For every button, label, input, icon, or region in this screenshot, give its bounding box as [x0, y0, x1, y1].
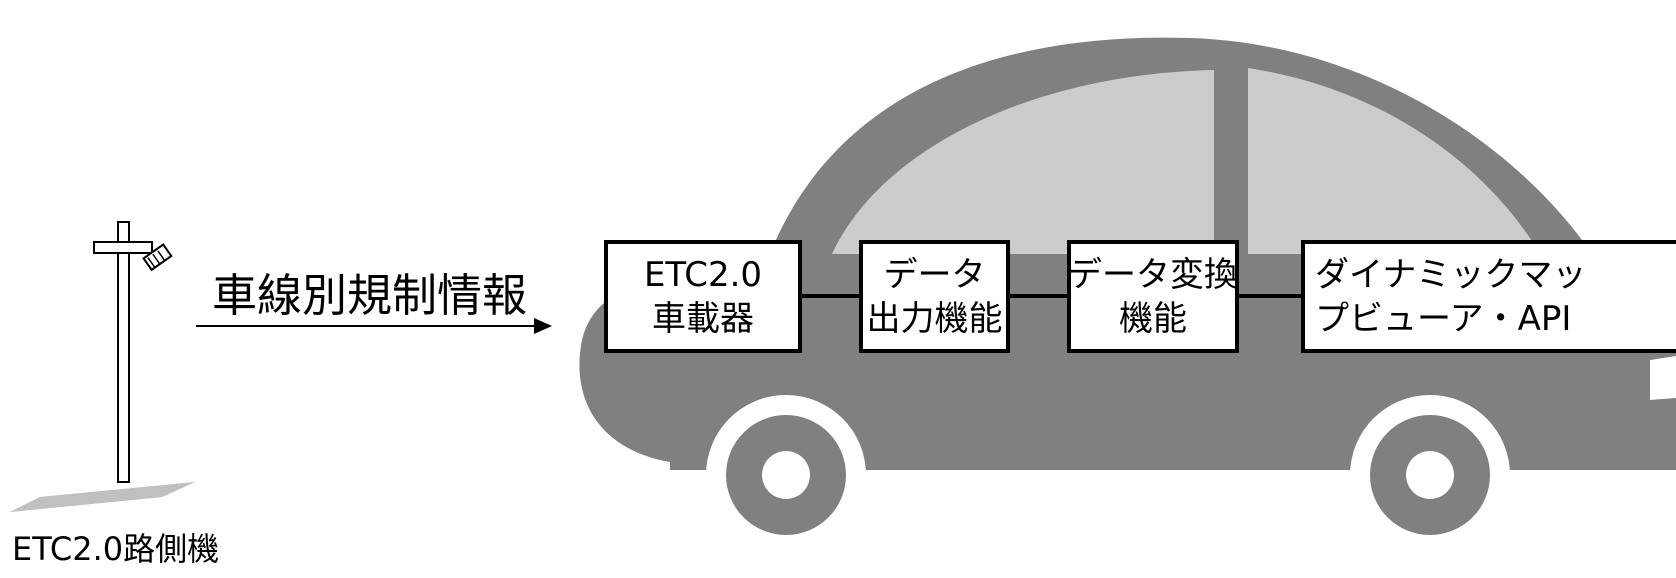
dynamic-map-line2: プビューア・API — [1315, 298, 1572, 339]
onboard-unit-box: ETC2.0 車載器 — [604, 240, 802, 353]
data-conversion-line2: 機能 — [1119, 298, 1187, 339]
onboard-unit-line2: 車載器 — [652, 298, 754, 339]
arrow-label: 車線別規制情報 — [212, 269, 528, 322]
data-conversion-line1: データ変換 — [1068, 254, 1238, 295]
car-headlight — [1650, 356, 1676, 400]
dynamic-map-line1: ダイナミックマッ — [1315, 254, 1587, 295]
data-conversion-box: データ変換 機能 — [1067, 240, 1239, 353]
data-output-line2: 出力機能 — [866, 298, 1003, 339]
dynamic-map-box: ダイナミックマッ プビューア・API — [1301, 240, 1676, 353]
roadside-unit-icon — [10, 221, 195, 512]
rear-wheel-hub — [1406, 451, 1454, 499]
car-window-rear — [1248, 68, 1540, 254]
data-output-box: データ 出力機能 — [859, 240, 1010, 353]
front-wheel-hub — [762, 451, 810, 499]
roadside-unit-label: ETC2.0路側機 — [12, 530, 220, 568]
car-window-front — [832, 70, 1214, 254]
data-output-line1: データ — [883, 254, 986, 295]
arrow-icon — [196, 318, 552, 334]
onboard-unit-line1: ETC2.0 — [643, 254, 763, 295]
